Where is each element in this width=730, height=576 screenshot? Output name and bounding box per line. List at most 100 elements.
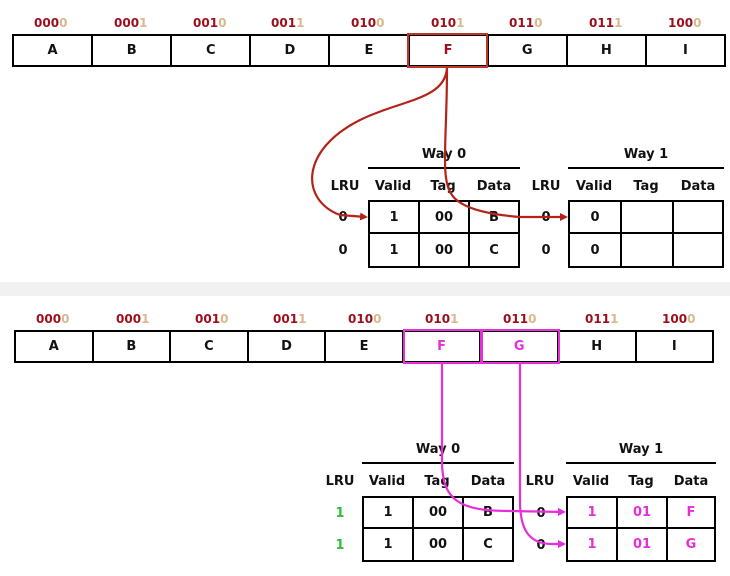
way1-title: Way 1 [618,442,664,457]
valid-cell: 1 [370,234,420,266]
highlight-block-g [481,329,560,364]
data-cell [674,202,722,234]
lru-value: 0 [536,506,546,521]
bottom-diagram: 0000 0001 0010 0011 0100 0101 0110 0111 … [0,296,730,576]
data-cell: C [489,242,499,258]
tag-cell: 00 [414,529,464,560]
address-label: 0001 [116,312,150,326]
arrow-f-to-way1-row0 [440,364,566,516]
lru-header: LRU [330,179,360,194]
data-header: Data [680,179,716,194]
address-label: 0111 [589,16,623,30]
way0-title: Way 0 [415,442,461,457]
lru-header: LRU [525,474,555,489]
way0-underline [368,167,520,169]
lru-header: LRU [325,474,355,489]
memory-cell: B [91,36,170,65]
way0-underline [362,462,514,464]
address-label: 0000 [34,16,68,30]
highlight-block-f [407,33,488,68]
top-arrows [311,67,568,221]
way0-table: 1 00 B 1 00 C [362,496,514,562]
address-label: 0001 [114,16,148,30]
data-cell: F [668,498,714,529]
panel-divider [0,282,730,296]
address-label: 0100 [351,16,385,30]
valid-cell: 1 [364,498,414,529]
way0-table: 1 00 B 1 00 C [368,200,520,268]
valid-header: Valid [572,474,610,489]
tag-header: Tag [633,179,659,194]
address-label: 1000 [668,16,702,30]
way1-title: Way 1 [623,147,669,162]
data-cell: B [464,498,512,529]
lru-value: 0 [541,243,551,258]
memory-cell: H [556,332,635,361]
memory-cell: I [644,36,724,65]
valid-cell: 1 [568,498,618,529]
lru-value: 1 [335,506,345,521]
memory-row: A B C D E F G H I [14,330,714,363]
valid-header: Valid [575,179,613,194]
address-label: 0110 [503,312,537,326]
memory-cell: E [324,332,402,361]
lru-value: 0 [338,243,348,258]
data-header: Data [673,474,709,489]
address-label: 0101 [431,16,465,30]
arrow-f-to-way0 [311,67,449,221]
valid-cell: 1 [370,202,420,234]
bottom-arrows [440,364,566,548]
arrow-g-to-way1-row1 [518,364,566,548]
way1-underline [568,167,724,169]
data-cell: G [685,537,697,552]
tag-cell: 01 [618,529,668,560]
tag-cell: 00 [414,498,464,529]
memory-cell: I [634,332,713,361]
memory-cell: H [565,36,645,65]
way1-underline [566,462,716,464]
data-cell: C [483,537,493,552]
memory-cell: D [246,332,325,361]
lru-header: LRU [531,179,561,194]
way1-table: 0 0 [568,200,724,268]
valid-cell: 0 [570,234,622,266]
address-label: 0000 [36,312,70,326]
data-header: Data [470,474,506,489]
memory-cell: B [91,332,170,361]
address-label: 0101 [425,312,459,326]
tag-cell [622,202,674,234]
address-label: 1000 [662,312,696,326]
data-cell: B [470,202,518,234]
memory-cell: A [47,43,58,58]
tag-cell: 01 [618,498,668,529]
memory-cell: E [328,36,407,65]
lru-value: 0 [536,538,546,553]
valid-cell: 1 [568,529,618,560]
address-label: 0100 [348,312,382,326]
address-label: 0110 [509,16,543,30]
data-header: Data [476,179,512,194]
lru-value: 1 [335,538,345,553]
address-label: 0010 [195,312,229,326]
memory-cell: A [48,339,59,354]
valid-cell: 0 [570,202,622,234]
tag-cell [622,234,674,266]
memory-cell: C [170,36,249,65]
valid-header: Valid [368,474,406,489]
tag-cell: 00 [420,234,470,266]
tag-cell: 00 [420,202,470,234]
valid-header: Valid [374,179,412,194]
valid-cell: 1 [364,529,414,560]
arrow-f-to-way1 [443,67,568,221]
address-label: 0011 [273,312,307,326]
address-label: 0011 [271,16,305,30]
memory-cell: C [169,332,247,361]
way1-table: 1 01 F 1 01 G [566,496,716,562]
lru-value: 0 [338,210,348,225]
top-diagram: 0000 0001 0010 0011 0100 0101 0110 0111 … [0,0,730,282]
address-label: 0010 [193,16,227,30]
memory-cell: D [249,36,328,65]
address-label: 0111 [585,312,619,326]
memory-cell: F [401,332,480,361]
tag-header: Tag [628,474,654,489]
